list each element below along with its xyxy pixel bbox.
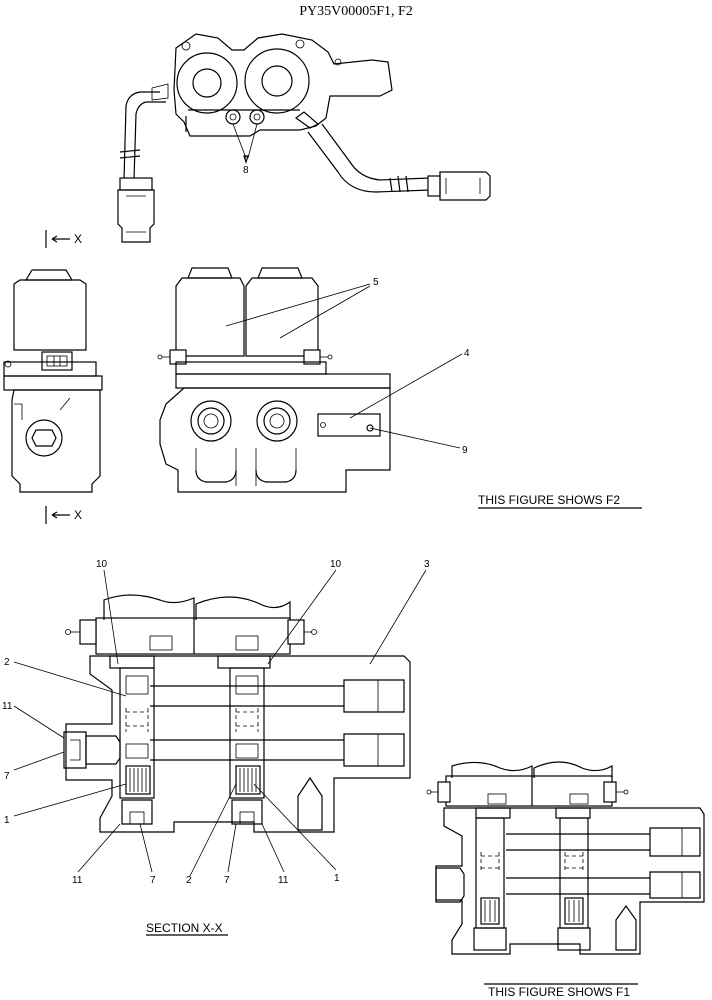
section-xx-drawing	[13, 569, 427, 877]
callout-3: 3	[424, 559, 430, 570]
section-marker-top-label: X	[74, 232, 82, 246]
callout-2-left: 2	[4, 657, 10, 668]
callout-4: 4	[464, 348, 470, 359]
callout-2-bottom: 2	[186, 875, 192, 886]
side-view-drawing	[3, 269, 103, 493]
section-marker-top	[45, 230, 70, 248]
callout-7-bottom-right: 7	[224, 875, 230, 886]
section-marker-bottom-label: X	[74, 508, 82, 522]
caption-f2: THIS FIGURE SHOWS F2	[478, 493, 620, 507]
callout-1-left: 1	[4, 815, 10, 826]
callout-11-left: 11	[2, 701, 13, 712]
callout-11-bottom-left: 11	[72, 875, 83, 886]
section-marker-bottom	[45, 506, 70, 524]
callout-9: 9	[462, 445, 468, 456]
part-number-title: PY35V00005F1, F2	[299, 4, 413, 19]
caption-f1: THIS FIGURE SHOWS F1	[488, 985, 630, 999]
callout-11-bottom-right: 11	[278, 875, 289, 886]
callout-10-right: 10	[330, 559, 342, 570]
callout-10-left: 10	[96, 559, 108, 570]
top-view-drawing	[117, 33, 491, 243]
front-view-drawing	[157, 267, 463, 493]
f1-view-drawing	[426, 761, 705, 955]
callout-7-left: 7	[4, 771, 10, 782]
callout-1-bottom: 1	[334, 873, 340, 884]
callout-5: 5	[373, 277, 379, 288]
callout-8: 8	[243, 165, 249, 176]
section-label: SECTION X-X	[146, 921, 223, 935]
callout-7-bottom-left: 7	[150, 875, 156, 886]
